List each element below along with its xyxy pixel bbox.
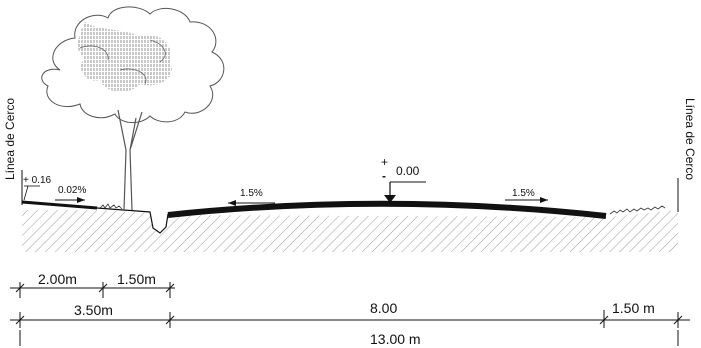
road-surface [167,200,607,219]
dim-road: 8.00 [370,300,397,316]
dim-right-strip: 1.50 m [612,300,655,316]
tree-illustration [41,6,225,211]
dimension-row-1 [10,282,175,298]
ground-hatch [22,210,678,252]
center-level-marker: + - 0.00 [381,155,426,203]
left-fence-label: Línea de Cerco [3,98,17,180]
center-level-value: 0.00 [396,164,420,178]
left-level-label: + 0.16 [23,175,52,186]
dim-green-strip: 1.50m [117,271,156,287]
right-fence-label: Línea de Cerco [683,98,697,180]
dim-left-total: 3.50m [74,302,113,318]
sidewalk-surface [21,200,98,210]
center-level-plus: + [381,155,388,169]
dim-sidewalk: 2.00m [38,271,77,287]
grass-tufts [99,203,666,215]
road-right-slope-label: 1.5% [512,188,535,199]
left-level-tick [23,185,29,201]
road-left-slope-label: 1.5% [240,188,263,199]
center-level-minus: - [382,169,386,183]
grass-strip-left [96,207,169,234]
dimension-row-2 [10,310,690,328]
dim-overall: 13.00 m [370,331,421,347]
sidewalk-slope-label: 0.02% [58,185,86,196]
